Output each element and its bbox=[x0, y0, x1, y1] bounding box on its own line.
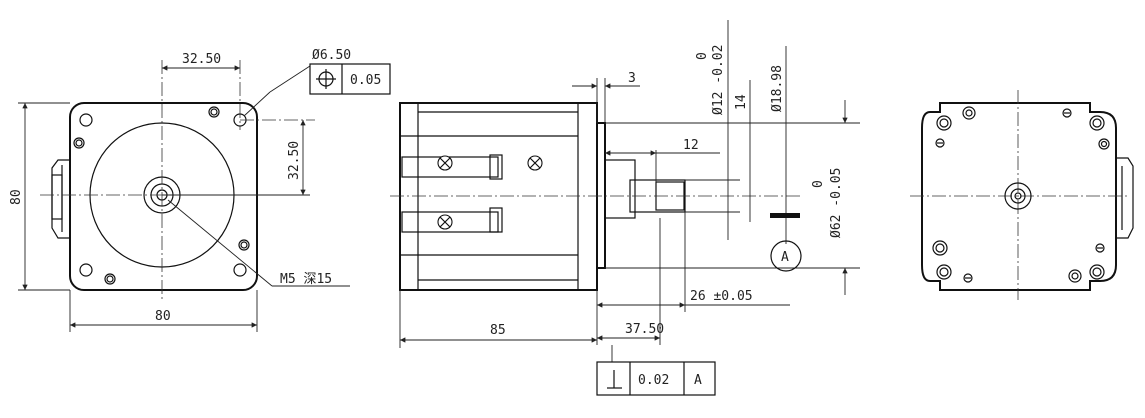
rear-center-boss bbox=[1004, 182, 1032, 210]
dim-body-length: 85 bbox=[490, 323, 506, 338]
dim-boss-dia: Ø18.98 bbox=[770, 65, 785, 112]
dim-shaft-dia: Ø12 -0.02 bbox=[711, 45, 726, 115]
rear-outline bbox=[921, 102, 1117, 291]
dim-key-length: 12 bbox=[683, 138, 699, 153]
dim-hole-spacing-h: 32.50 bbox=[182, 52, 221, 67]
dim-height: 80 bbox=[9, 189, 24, 205]
dim-shaft-total: 37.50 bbox=[625, 322, 664, 337]
front-mounting-holes bbox=[73, 106, 250, 285]
datum-triangle bbox=[770, 213, 800, 218]
rear-view bbox=[910, 90, 1134, 300]
fcf-tolerance: 0.05 bbox=[350, 73, 381, 88]
datum-bubble bbox=[770, 240, 802, 272]
side-body-outline bbox=[399, 102, 598, 291]
dim-pilot-dia-upper: 0 bbox=[811, 180, 826, 188]
fcf2-tolerance: 0.02 bbox=[638, 373, 669, 388]
dim-flange-thickness: 3 bbox=[628, 71, 636, 86]
dim-key-height: 14 bbox=[734, 94, 749, 110]
dim-pilot-dia: Ø62 -0.05 bbox=[829, 168, 844, 238]
dim-hole-spacing-v: 32.50 bbox=[287, 141, 302, 180]
front-connector bbox=[51, 159, 70, 239]
side-view: 3 Ø12 -0.02 0 14 Ø18.98 12 Ø62 -0.05 0 A bbox=[390, 20, 860, 396]
dim-shaft-length: 26 ±0.05 bbox=[690, 289, 753, 304]
side-flange bbox=[596, 122, 606, 269]
dim-width: 80 bbox=[155, 309, 171, 324]
dim-hole-dia: Ø6.50 bbox=[312, 48, 351, 63]
fcf-perpendicularity: 0.02 A bbox=[596, 361, 716, 396]
front-view: 32.50 32.50 Ø6.50 0.05 80 80 M5 深15 bbox=[9, 48, 391, 332]
thread-note: M5 深15 bbox=[280, 272, 332, 287]
fcf2-datum: A bbox=[694, 373, 702, 388]
datum-label: A bbox=[781, 250, 789, 265]
rear-mounting-holes bbox=[932, 106, 1110, 283]
side-pilot bbox=[604, 159, 636, 219]
front-flange-outline bbox=[69, 102, 258, 291]
fcf-position: 0.05 bbox=[309, 63, 391, 95]
dim-shaft-dia-upper: 0 bbox=[695, 52, 710, 60]
